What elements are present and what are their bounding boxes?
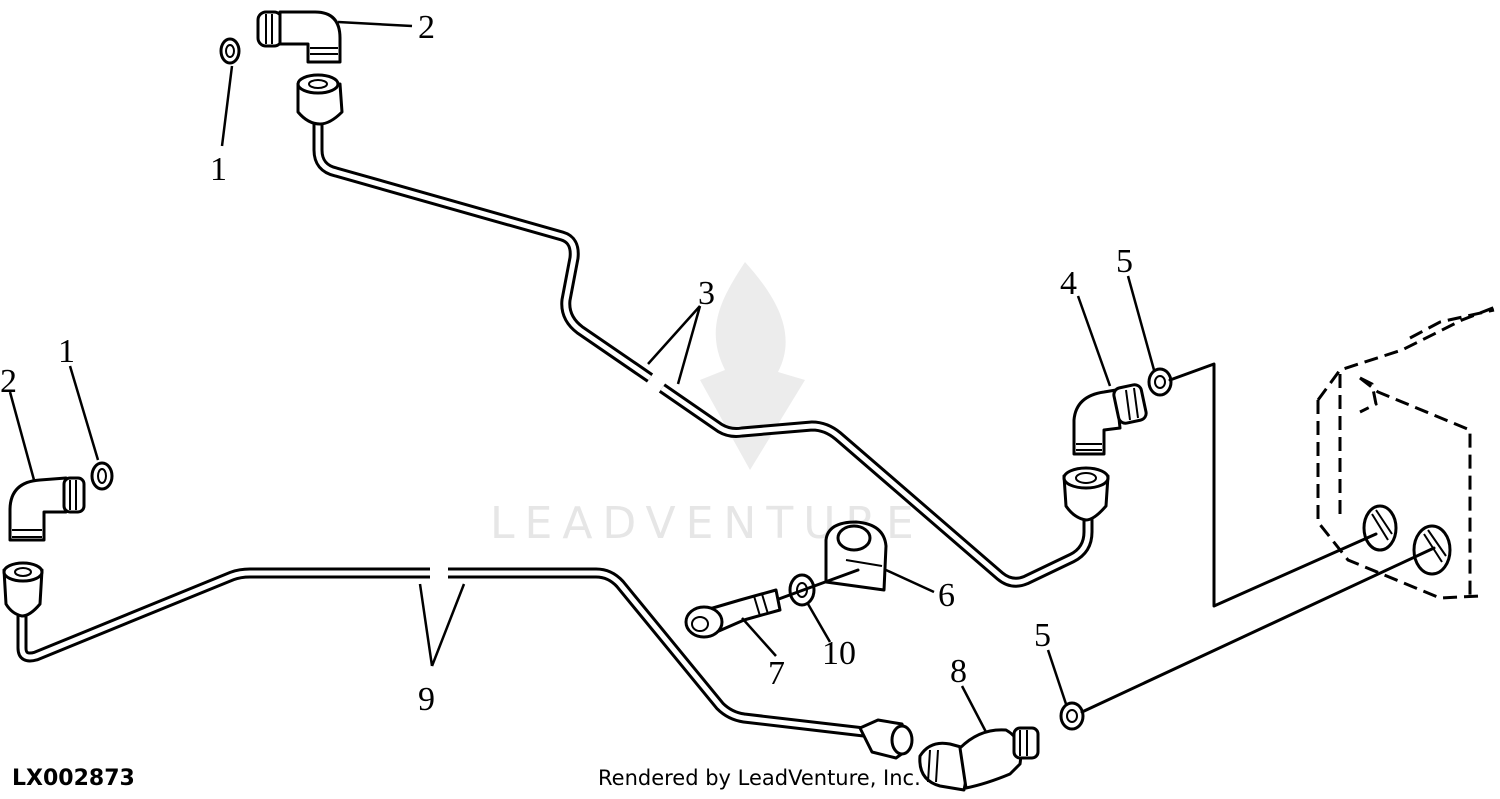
callout-10: 10 bbox=[822, 635, 856, 672]
callout-2-left: 2 bbox=[0, 363, 17, 400]
top-washer bbox=[219, 37, 241, 65]
callout-9: 9 bbox=[418, 681, 435, 718]
callout-5-upper: 5 bbox=[1116, 243, 1133, 280]
watermark-flame-icon bbox=[700, 262, 805, 470]
callout-4: 4 bbox=[1060, 265, 1077, 302]
callout-leaders bbox=[8, 20, 1156, 733]
callout-6: 6 bbox=[938, 577, 955, 614]
callout-7: 7 bbox=[768, 655, 785, 692]
upper-pipe bbox=[312, 120, 1094, 588]
right-lower-washer bbox=[1059, 701, 1085, 731]
render-credit: Rendered by LeadVenture, Inc. bbox=[598, 766, 921, 790]
top-elbow-fitting bbox=[256, 10, 342, 64]
diagram-reference-id: LX002873 bbox=[12, 766, 135, 791]
port-center-lines bbox=[1080, 362, 1436, 714]
lower-elbow-fitting bbox=[918, 726, 1040, 792]
right-pipe-nut bbox=[1062, 466, 1110, 522]
callout-labels: 1 2 3 4 5 1 2 6 7 10 8 5 9 bbox=[0, 9, 1133, 718]
callout-1-top: 1 bbox=[210, 151, 227, 188]
left-elbow-fitting bbox=[8, 476, 86, 542]
right-upper-washer bbox=[1147, 367, 1173, 397]
callout-1-left: 1 bbox=[58, 333, 75, 370]
callout-3: 3 bbox=[698, 275, 715, 312]
left-pipe-nut bbox=[2, 561, 44, 618]
callout-8: 8 bbox=[950, 653, 967, 690]
right-elbow-fitting bbox=[1072, 383, 1148, 456]
clamp-bolt bbox=[684, 568, 860, 639]
lower-pipe bbox=[16, 567, 865, 738]
lower-pipe-nut bbox=[858, 718, 914, 760]
callout-5-lower: 5 bbox=[1034, 617, 1051, 654]
housing-block bbox=[1316, 304, 1499, 600]
left-washer bbox=[90, 461, 114, 491]
callout-2-top: 2 bbox=[418, 9, 435, 46]
pipe-clamp bbox=[824, 520, 888, 592]
top-pipe-nut bbox=[296, 73, 344, 126]
